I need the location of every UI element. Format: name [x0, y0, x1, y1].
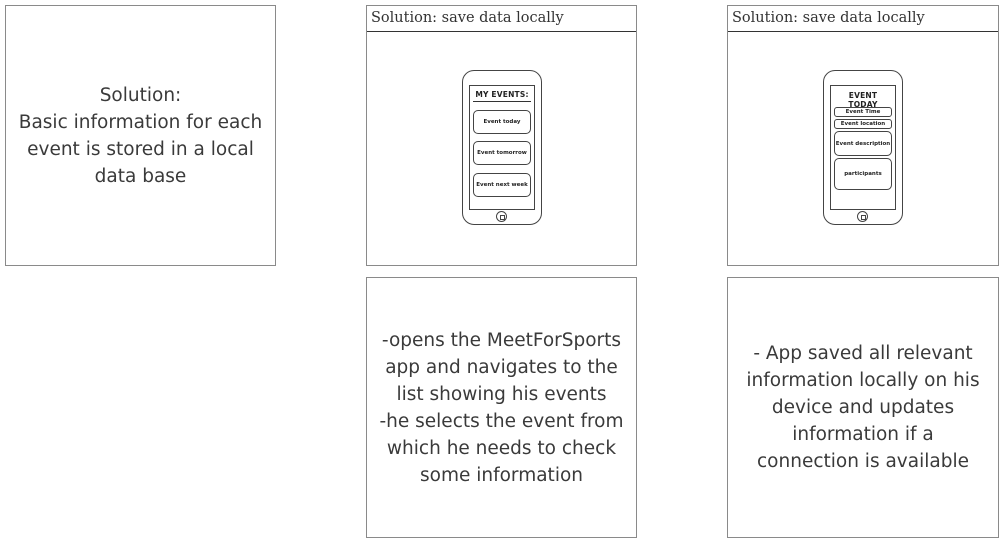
user-action-panel: -opens the MeetForSports app and navigat…: [366, 277, 637, 538]
phone-screen: MY EVENTS: Event today Event tomorrow Ev…: [469, 85, 535, 210]
my-events-frame: Solution: save data locally MY EVENTS: E…: [366, 5, 637, 266]
participants-field[interactable]: participants: [834, 158, 892, 190]
event-today-button[interactable]: Event today: [473, 110, 531, 134]
event-next-week-button[interactable]: Event next week: [473, 173, 531, 197]
screen-title: MY EVENTS:: [475, 90, 529, 99]
event-today-frame: Solution: save data locally EVENT TODAY …: [727, 5, 999, 266]
event-location-field[interactable]: Event location: [834, 119, 892, 129]
event-description-field[interactable]: Event description: [834, 131, 892, 156]
phone-mockup: EVENT TODAY Event Time Event location Ev…: [823, 70, 903, 225]
frame-title: Solution: save data locally: [728, 6, 998, 32]
phone-mockup: MY EVENTS: Event today Event tomorrow Ev…: [462, 70, 542, 225]
event-time-field[interactable]: Event Time: [834, 107, 892, 117]
user-action-text: -opens the MeetForSports app and navigat…: [379, 329, 624, 486]
phone-screen: EVENT TODAY Event Time Event location Ev…: [830, 85, 896, 210]
home-button-icon[interactable]: [857, 211, 868, 222]
event-tomorrow-button[interactable]: Event tomorrow: [473, 141, 531, 165]
app-behavior-text: - App saved all relevant information loc…: [746, 343, 980, 472]
solution-description-text: Solution: Basic information for each eve…: [18, 84, 263, 187]
frame-title: Solution: save data locally: [367, 6, 636, 32]
app-behavior-panel: - App saved all relevant information loc…: [727, 277, 999, 538]
screen-title: EVENT TODAY: [848, 91, 878, 109]
title-underline: [473, 101, 531, 102]
solution-description-panel: Solution: Basic information for each eve…: [5, 5, 276, 266]
home-button-icon[interactable]: [496, 211, 507, 222]
